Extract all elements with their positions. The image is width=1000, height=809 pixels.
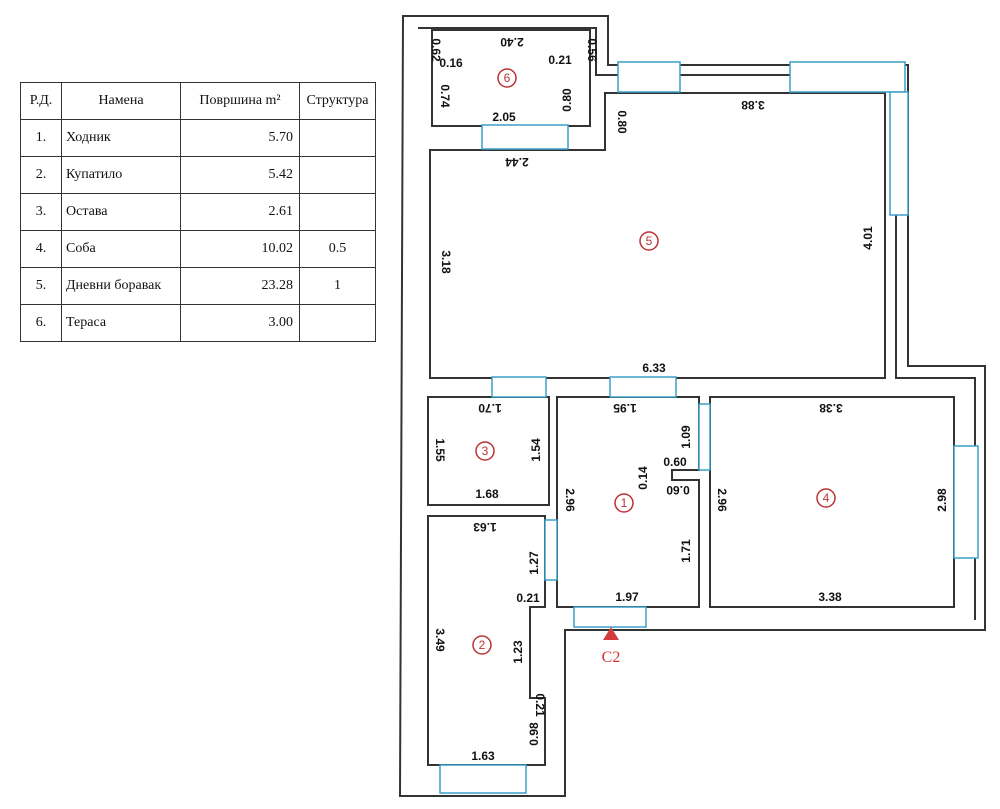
room-3-outline: [427, 396, 550, 506]
table-header-row: Р.Д. Намена Површина m² Структура: [20, 82, 376, 120]
window: [439, 764, 527, 794]
cell-name: Дневни боравак: [61, 267, 181, 305]
cell-area: 10.02: [180, 230, 300, 268]
window: [609, 376, 677, 398]
dim-r6-right2: 0.21: [548, 53, 572, 67]
dim-r2-bottom: 1.63: [471, 749, 495, 763]
room-1-outline: [556, 396, 700, 608]
table-row: 5. Дневни боравак 23.28 1: [20, 267, 376, 305]
cell-area: 5.42: [180, 156, 300, 194]
dim-r3-top: 1.70: [478, 401, 502, 415]
dim-r6-left1: 0.62: [429, 38, 443, 62]
room-marker-6: 6: [497, 68, 517, 88]
dim-r1-notch2: 0.14: [636, 466, 650, 490]
room-marker-5: 5: [639, 231, 659, 251]
room-4-outline: [709, 396, 955, 608]
room-marker-2: 2: [472, 635, 492, 655]
dim-r2-right2: 0.21: [516, 591, 540, 605]
window: [889, 91, 909, 216]
entrance-arrow-icon: [603, 627, 619, 640]
dim-r4-bottom: 3.38: [818, 590, 842, 604]
room-marker-4: 4: [816, 488, 836, 508]
svg-text:2: 2: [479, 638, 486, 652]
table-row: 4. Соба 10.02 0.5: [20, 230, 376, 268]
dim-r6-left3: 0.74: [438, 84, 452, 108]
cell-name: Остава: [61, 193, 181, 231]
cell-num: 3.: [20, 193, 62, 231]
dim-r1-notch3: 0.60: [666, 483, 690, 497]
dim-r5-left: 3.18: [439, 250, 453, 274]
dim-r6-bottom: 2.05: [492, 110, 516, 124]
col-header-structure: Структура: [299, 82, 376, 120]
dim-r1-right2: 1.71: [679, 539, 693, 563]
room-marker-3: 3: [475, 441, 495, 461]
dim-r2-left: 3.49: [433, 628, 447, 652]
cell-structure: [299, 156, 376, 194]
cell-structure: [299, 119, 376, 157]
dim-r6-left2: 0.16: [439, 56, 463, 70]
dim-r3-right: 1.54: [529, 438, 543, 462]
room-marker-1: 1: [614, 493, 634, 513]
window: [491, 376, 547, 398]
cell-structure: [299, 304, 376, 342]
dim-r3-bottom: 1.68: [475, 487, 499, 501]
dim-r2-right4: 0.21: [533, 693, 547, 717]
cell-structure: 1: [299, 267, 376, 305]
table-row: 1. Ходник 5.70: [20, 119, 376, 157]
window: [617, 61, 681, 93]
svg-text:1: 1: [621, 496, 628, 510]
dim-r6-right1: 0.56: [585, 38, 599, 62]
cell-name: Ходник: [61, 119, 181, 157]
cell-name: Соба: [61, 230, 181, 268]
col-header-num: Р.Д.: [20, 82, 62, 120]
window: [573, 606, 647, 628]
dim-r1-left: 2.96: [563, 488, 577, 512]
cell-area: 2.61: [180, 193, 300, 231]
col-header-name: Намена: [61, 82, 181, 120]
dim-r5-right: 4.01: [861, 226, 875, 250]
dim-r4-right: 2.98: [935, 488, 949, 512]
svg-text:4: 4: [823, 491, 830, 505]
dim-r1-notch1: 0.60: [663, 455, 687, 469]
window: [953, 445, 979, 559]
room-5-outline: [429, 92, 886, 379]
dim-r5-step: 0.80: [615, 110, 629, 134]
dim-r6-right3: 0.80: [560, 88, 574, 112]
dim-r2-right1: 1.27: [527, 551, 541, 575]
dim-r3-left: 1.55: [433, 438, 447, 462]
cell-area: 5.70: [180, 119, 300, 157]
dim-r1-right1: 1.09: [679, 425, 693, 449]
window: [544, 519, 558, 581]
cell-num: 5.: [20, 267, 62, 305]
window: [698, 403, 711, 471]
svg-text:5: 5: [646, 234, 653, 248]
entrance-label: C2: [602, 649, 621, 666]
outer-wall: [398, 15, 986, 797]
dim-r1-top: 1.95: [613, 401, 637, 415]
dim-r2-top: 1.63: [473, 520, 497, 534]
dim-r4-top: 3.38: [819, 401, 843, 415]
window: [789, 61, 906, 93]
dim-r5-bottom: 6.33: [642, 361, 666, 375]
table-row: 6. Тераса 3.00: [20, 304, 376, 342]
dim-r2-right3: 1.23: [511, 640, 525, 664]
dim-r5-top-left: 2.44: [505, 155, 529, 169]
dim-r5-top-right: 3.88: [741, 98, 765, 112]
room-table: Р.Д. Намена Површина m² Структура 1. Ход…: [20, 82, 376, 342]
dim-r2-right5: 0.98: [527, 722, 541, 746]
dim-r4-left: 2.96: [715, 488, 729, 512]
dim-r6-top: 2.40: [500, 35, 524, 49]
cell-name: Тераса: [61, 304, 181, 342]
window: [481, 124, 569, 150]
svg-text:3: 3: [482, 444, 489, 458]
dim-r1-bottom: 1.97: [615, 590, 639, 604]
svg-text:6: 6: [504, 71, 511, 85]
